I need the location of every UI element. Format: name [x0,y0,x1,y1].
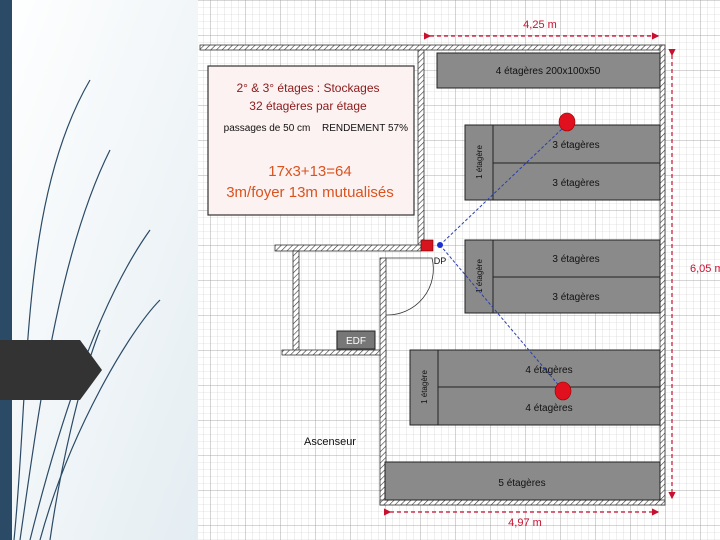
dim-top-label: 4,25 m [523,19,557,31]
edf-label: EDF [346,336,366,347]
shelf-g2-b-label: 3 étagères [552,292,599,303]
shelf-g1-a [492,124,661,164]
dp-box [420,239,434,252]
shelf-g1-b [492,162,661,201]
shelf-bottom-row-label: 5 étagères [498,478,545,489]
note-line4: 17x3+13=64 [268,163,351,180]
access-point-upper [558,112,576,132]
cable-to-lower-point [439,244,562,389]
elevator-label: Ascenseur [304,436,356,448]
walls [199,44,666,506]
note-line3a: passages de 50 cm [224,123,311,134]
edf-box [336,330,376,350]
shelf-top-row-label: 4 étagères 200x100x50 [496,66,601,77]
access-point-lower [554,381,572,401]
shelf-g3-b [437,386,661,426]
shelf-top-row [436,52,661,89]
note-line1: 2° & 3° étages : Stockages [236,81,379,95]
dp-point [437,242,443,248]
shelf-g3-side [409,349,439,426]
note-line3b: RENDEMENT 57% [322,123,408,134]
floor-plan: 4,25 m 6,05 m 4,97 m 2° & 3° étages : St… [198,0,720,540]
shelf-g3-b-label: 4 étagères [525,403,572,414]
arrow-shape [0,340,102,400]
shelf-g2-a-label: 3 étagères [552,254,599,265]
shelf-g3-side-label: 1 étagère [420,370,429,404]
dim-right-label: 6,05 m [690,263,720,275]
shelf-bottom-row [384,461,661,501]
slide-decoration [0,0,200,540]
shelf-g1-side-label: 1 étagère [475,145,484,179]
cable-to-upper-point [439,125,566,246]
shelf-g1-side [464,124,494,201]
note-line2: 32 étagères par étage [249,99,367,113]
shelf-g1-a-label: 3 étagères [552,140,599,151]
shelf-g1-b-label: 3 étagères [552,178,599,189]
door-swing [385,257,434,316]
accent-band [0,0,12,540]
dp-label: DP [434,256,447,266]
shelf-g2-side-label: 1 étagère [475,259,484,293]
note-box [207,65,415,216]
note-line5: 3m/foyer 13m mutualisés [226,184,394,201]
shelf-g2-a [492,239,661,278]
dim-bottom-label: 4,97 m [508,517,542,529]
shelf-g2-b [492,276,661,314]
shelf-g3-a-label: 4 étagères [525,365,572,376]
